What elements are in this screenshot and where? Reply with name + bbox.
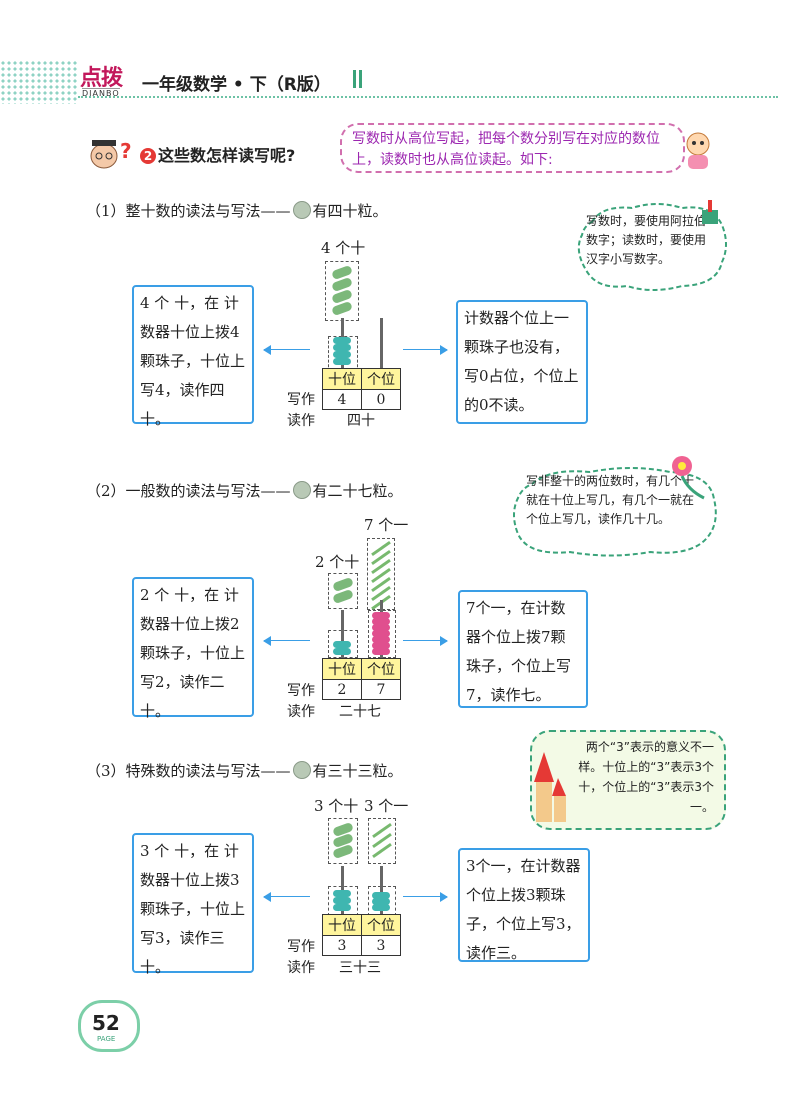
ones-bead — [372, 630, 390, 637]
ones-bead — [372, 636, 390, 643]
group-label-tens-3: 3 个十 — [314, 797, 359, 815]
note-cloud-2-shape — [513, 467, 717, 557]
written-tens-2: 2 — [322, 679, 362, 700]
written-ones-2: 7 — [361, 679, 401, 700]
ones-bead — [372, 624, 390, 631]
written-ones-3: 3 — [361, 935, 401, 956]
explain-ones-3: 3个一，在计数器个位上拨3颗珠子，个位上写3，读作三。 — [458, 848, 590, 962]
character-icon — [686, 132, 710, 169]
title-bars-decoration — [353, 70, 367, 90]
ones-bead — [372, 892, 390, 899]
page-badge: 52 PAGE — [78, 1000, 140, 1052]
group-label-ones-2: 7 个一 — [364, 516, 409, 534]
tens-group-box-1 — [325, 261, 359, 321]
explain-tens-2: 2 个 十，在 计数器十位上拨2颗珠子，十位上写2，读作二十。 — [132, 577, 254, 720]
section-1-title: （1）整十数的读法与写法——有四十粒。 — [86, 201, 388, 220]
note-3: 两个“3”表示的意义不一样。十位上的“3”表示3个十，个位上的“3”表示3个一。 — [578, 740, 714, 814]
page-word: PAGE — [97, 1035, 116, 1043]
ones-rod-1 — [380, 318, 383, 368]
tens-group-box-3 — [328, 818, 358, 864]
ones-bead — [372, 898, 390, 905]
ones-bead — [372, 642, 390, 649]
ones-bead — [372, 904, 390, 911]
note-cloud-1-shape — [577, 203, 727, 291]
tip-bubble-main: 写数时从高位写起，把每个数分别写在对应的数位上，读数时也从高位读起。如下: — [340, 123, 685, 173]
ones-bead — [372, 648, 390, 655]
arrow-left-3 — [263, 892, 310, 902]
read-as-2: 二十七 — [339, 704, 381, 720]
header-divider — [78, 96, 778, 98]
section-3-title: （3）特殊数的读法与写法——有三十三粒。 — [86, 761, 403, 780]
arrow-right-2 — [403, 636, 448, 646]
tens-bead — [333, 351, 351, 358]
explain-ones-2: 7个一，在计数器个位上拨7颗珠子，个位上写7，读作七。 — [458, 590, 588, 708]
ones-bead — [372, 612, 390, 619]
bead-icon — [292, 201, 311, 219]
doctor-icon: ? — [90, 139, 132, 169]
note-1: 写数时，要使用阿拉伯数字；读数时，要使用汉字小写数字。 — [586, 214, 707, 266]
bead-icon — [292, 761, 311, 779]
explain-ones-1: 计数器个位上一颗珠子也没有，写0占位，个位上的0不读。 — [456, 300, 588, 424]
group-label-tens-1: 4 个十 — [321, 239, 366, 257]
question-number: 2 — [140, 148, 156, 164]
ones-bead — [372, 618, 390, 625]
explain-tens-3: 3 个 十，在 计数器十位上拨3颗珠子，十位上写3，读作三十。 — [132, 833, 254, 976]
arrow-right-1 — [403, 345, 448, 355]
arrow-left-1 — [263, 345, 310, 355]
tens-group-box-2 — [328, 573, 358, 609]
pencil-cup-icon — [702, 200, 718, 224]
page-number: 52 — [92, 1011, 120, 1035]
tens-bead — [333, 890, 351, 897]
tens-bead — [333, 897, 351, 904]
tens-bead — [333, 358, 351, 365]
header-decoration — [0, 60, 78, 104]
section-2-title: （2）一般数的读法与写法——有二十七粒。 — [86, 481, 403, 500]
written-tens-3: 3 — [322, 935, 362, 956]
group-label-tens-2: 2 个十 — [315, 553, 360, 571]
castle-icon — [534, 752, 566, 822]
group-label-ones-3: 3 个一 — [364, 797, 409, 815]
arrow-left-2 — [263, 636, 310, 646]
publisher-logo: 点拨 DIANBO — [80, 66, 123, 98]
tens-bead — [333, 904, 351, 911]
tens-rod-2 — [341, 610, 344, 658]
tens-bead — [333, 648, 351, 655]
ones-rod-3 — [380, 866, 383, 914]
read-as-1: 四十 — [347, 413, 375, 429]
svg-text:?: ? — [120, 139, 132, 163]
book-title: 一年级数学 • 下（R版） — [142, 75, 331, 95]
note-2: 写非整十的两位数时，有几个十就在十位上写几，有几个一就在个位上写几，读作几十几。 — [526, 474, 695, 526]
explain-tens-1: 4 个 十，在 计数器十位上拨4颗珠子，十位上写4，读作四十。 — [132, 285, 254, 428]
tens-bead — [333, 641, 351, 648]
ones-group-box-3 — [368, 818, 396, 864]
written-tens-1: 4 — [322, 389, 362, 410]
question-text: 这些数怎样读写呢? — [158, 146, 296, 165]
read-as-3: 三十三 — [339, 960, 381, 976]
flower-icon — [672, 456, 705, 500]
arrow-right-3 — [403, 892, 448, 902]
tens-bead — [333, 344, 351, 351]
tens-bead — [333, 337, 351, 344]
bead-icon — [292, 481, 311, 499]
written-ones-1: 0 — [361, 389, 401, 410]
